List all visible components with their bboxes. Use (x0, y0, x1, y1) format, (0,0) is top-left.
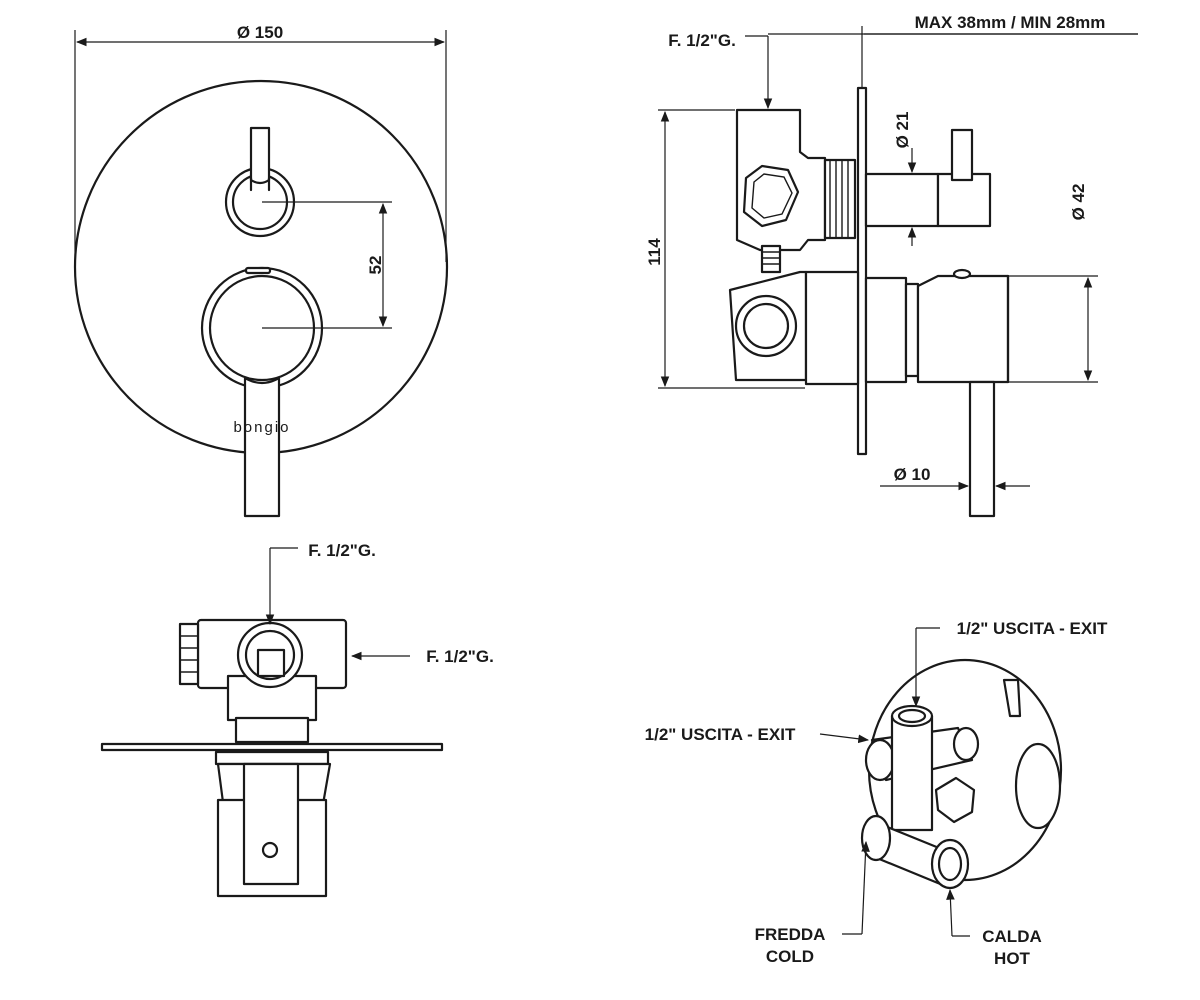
exit-left-label: 1/2" USCITA - EXIT (645, 725, 796, 744)
exit-top-label: 1/2" USCITA - EXIT (957, 619, 1108, 638)
top-inlet-side-label: F. 1/2"G. (426, 647, 494, 666)
temperature-knob (224, 126, 296, 238)
diameter-150-label: Ø 150 (237, 23, 283, 42)
hex-nut (742, 164, 800, 228)
stem-diameter-21-label: Ø 21 (893, 112, 912, 149)
hot-label-it: CALDA (982, 927, 1042, 946)
side-lever (968, 380, 996, 518)
cold-label-it: FREDDA (755, 925, 826, 944)
side-view: F. 1/2"G. MAX 38mm / MIN 28mm 114 Ø 21 Ø… (645, 13, 1138, 518)
top-inlet-top-label: F. 1/2"G. (308, 541, 376, 560)
lever-diameter-10-label: Ø 10 (894, 465, 931, 484)
knob-stem (864, 172, 940, 228)
side-handle (916, 274, 1010, 384)
handle-diameter-42-label: Ø 42 (1069, 184, 1088, 221)
wall-range-label: MAX 38mm / MIN 28mm (915, 13, 1106, 32)
spacing-52-label: 52 (366, 256, 385, 275)
top-view: F. 1/2"G. F. 1/2"G. (100, 541, 494, 898)
height-114-label: 114 (645, 238, 664, 266)
side-knob (936, 172, 992, 228)
diverter-handle (200, 266, 324, 518)
brand-logo: bongio (233, 419, 290, 436)
wall-plate (856, 86, 868, 456)
isometric-view: 1/2" USCITA - EXIT 1/2" USCITA - EXIT FR… (645, 619, 1108, 968)
side-inlet-label: F. 1/2"G. (668, 31, 736, 50)
cold-label-en: COLD (766, 947, 814, 966)
hot-label-en: HOT (994, 949, 1031, 968)
front-view: bongio Ø 150 52 (73, 23, 449, 518)
